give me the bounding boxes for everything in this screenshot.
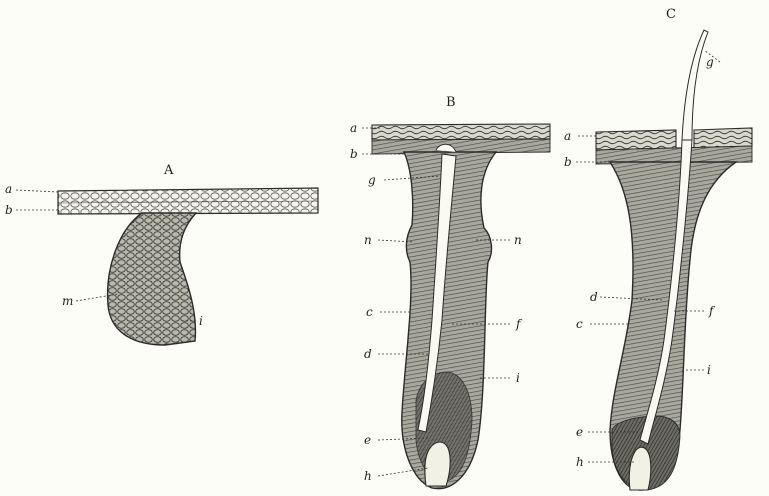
panel-b-label-c: c [366, 305, 373, 319]
panel-c-label-d: d [590, 290, 598, 304]
panel-b-label-g: g [368, 173, 376, 187]
panel-a-label-a: a [5, 182, 12, 196]
panel-c-epidermis-left [596, 130, 676, 150]
panel-c-label-a: a [564, 129, 571, 143]
panel-c-label-h: h [576, 455, 584, 469]
panel-b-label-a: a [350, 121, 357, 135]
panel-b-label-n-right: n [514, 233, 522, 247]
panel-b-label-h: h [364, 469, 372, 483]
panel-b-label-e: e [364, 433, 371, 447]
panel-b: B a b g n n c f d i e h [350, 95, 550, 489]
panel-c-label-c: c [576, 317, 583, 331]
panel-c: C g a b d f c i e h [564, 7, 752, 490]
panel-c-label-g: g [706, 55, 714, 69]
panel-c-hair-emerging [682, 30, 708, 140]
panel-b-label-d: d [364, 347, 372, 361]
panel-b-label-n-left: n [364, 233, 372, 247]
panel-b-title: B [446, 95, 456, 110]
panel-a-label-b: b [5, 203, 13, 217]
panel-b-epidermis [372, 124, 550, 140]
panel-c-label-b: b [564, 155, 572, 169]
panel-a-title: A [163, 163, 174, 178]
panel-a-label-i: i [199, 314, 203, 328]
panel-a: A a b m i [5, 163, 318, 345]
panel-b-label-f: f [515, 317, 523, 331]
panel-c-epidermis-right [694, 128, 752, 148]
panel-c-title: C [666, 7, 676, 22]
panel-a-label-m: m [62, 294, 73, 308]
panel-a-leader-a [16, 190, 58, 192]
panel-c-label-i: i [707, 363, 711, 377]
panel-c-label-f: f [708, 304, 716, 318]
panel-a-follicle-bud [108, 213, 196, 345]
panel-b-label-b: b [350, 147, 358, 161]
panel-c-label-e: e [576, 425, 583, 439]
panel-b-label-i: i [516, 371, 520, 385]
